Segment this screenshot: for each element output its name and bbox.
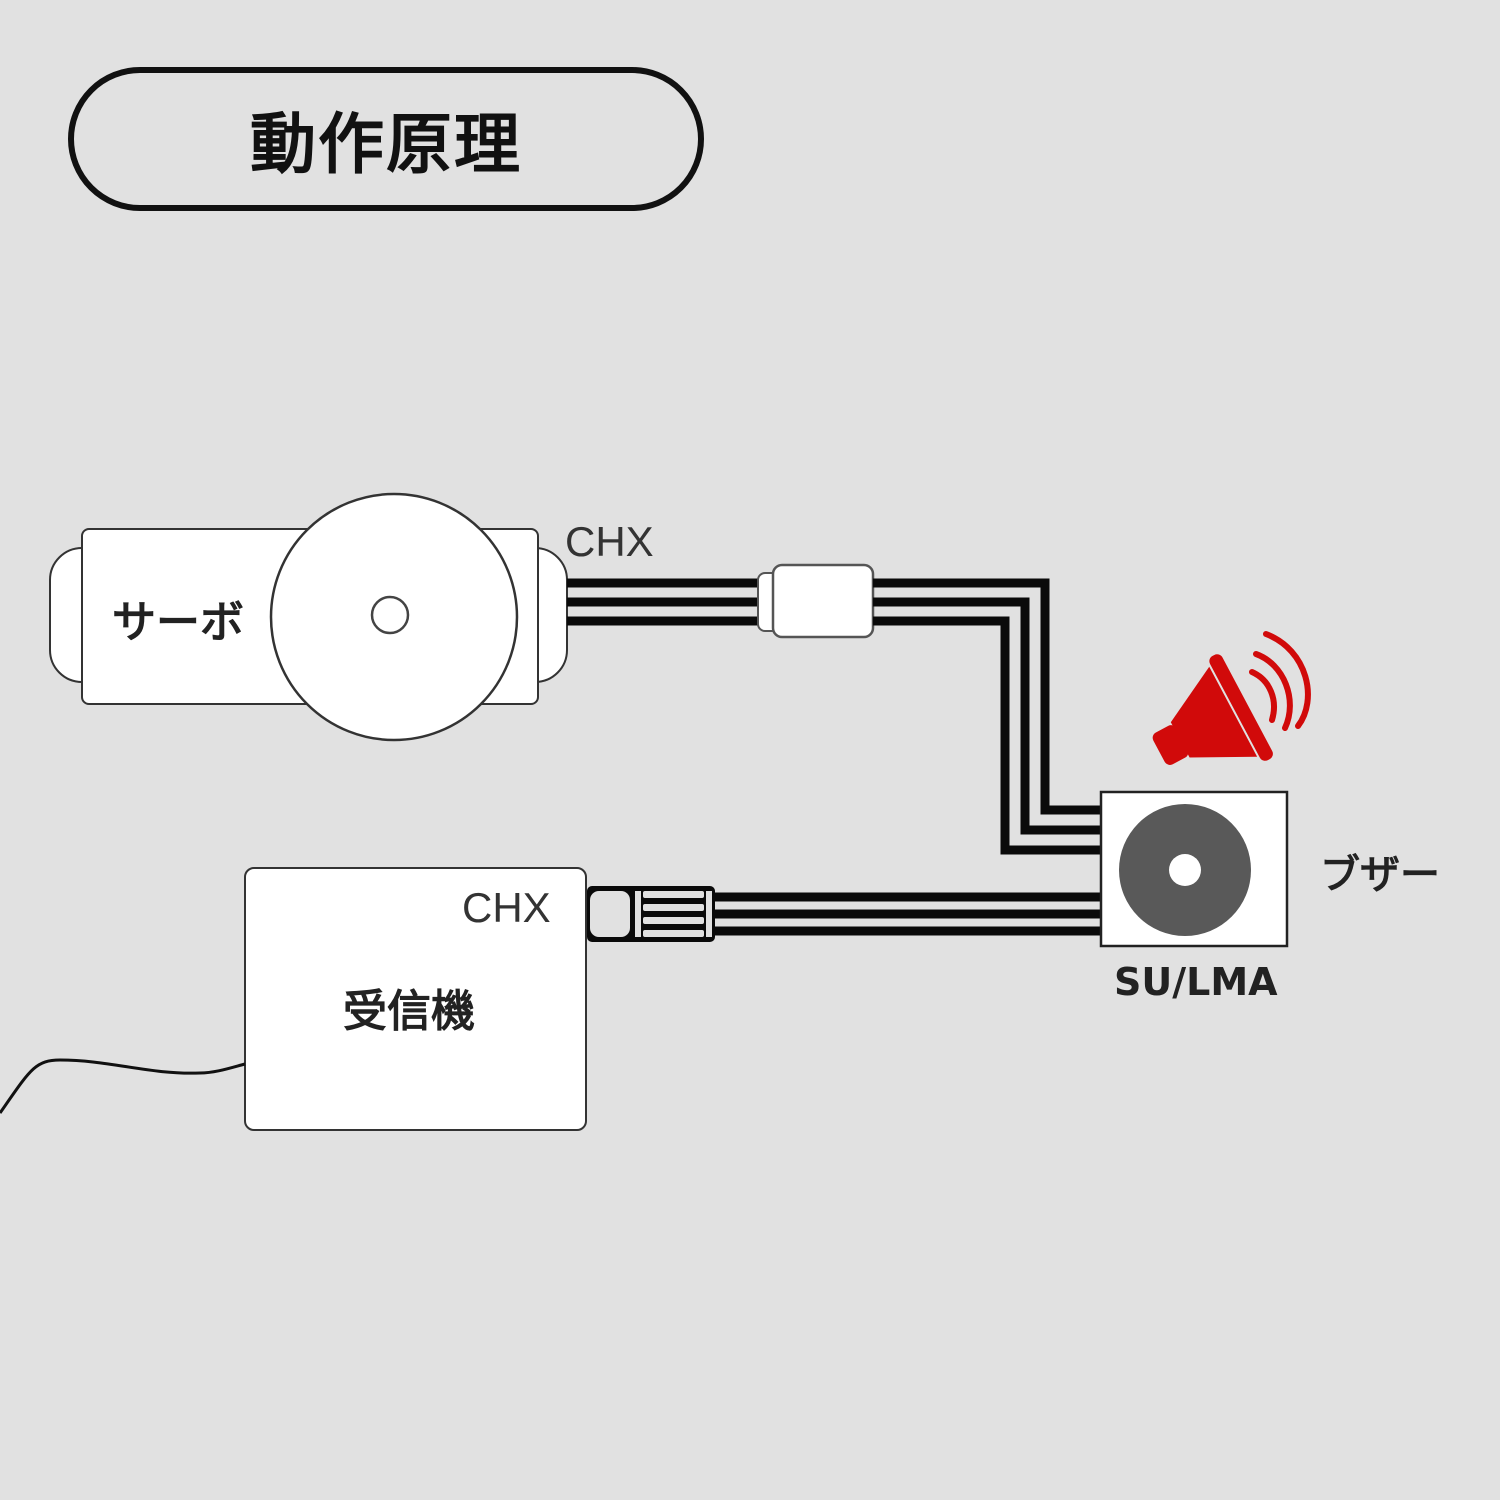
servo-shaft [370, 595, 410, 635]
receiver-antenna-wire [0, 1058, 246, 1114]
buzzer-model-label: SU/LMA [1114, 960, 1278, 1004]
receiver: CHX 受信機 [244, 867, 587, 1131]
inline-connector [757, 563, 875, 639]
receiver-label: 受信機 [343, 986, 475, 1037]
buzzer-module: SU/LMA ブザー [1099, 790, 1440, 1004]
title-badge: 動作原理 [68, 67, 704, 211]
receiver-plug [587, 886, 715, 942]
buzzer-input-wires [873, 578, 1101, 855]
servo: サーボ [49, 492, 568, 742]
buzzer-label: ブザー [1320, 852, 1440, 898]
receiver-body [244, 867, 587, 1131]
buzzer-center-hole [1169, 854, 1201, 886]
speaker-sound-icon [1152, 631, 1311, 765]
servo-lead-wires [567, 578, 765, 626]
servo-label: サーボ [112, 597, 244, 648]
receiver-lead-wires [714, 892, 1101, 936]
servo-channel-label: CHX [565, 518, 654, 565]
page-title: 動作原理 [250, 105, 522, 183]
receiver-channel-label: CHX [462, 884, 551, 931]
